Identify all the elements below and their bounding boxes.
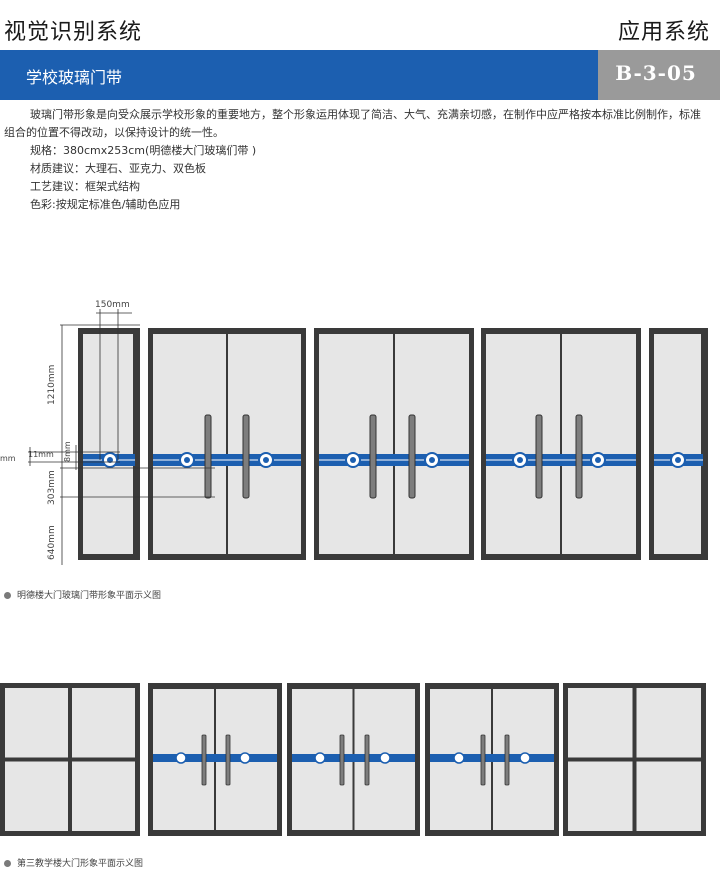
door-handle [369,414,377,499]
door-handle [339,734,345,786]
bullet-dot-icon [4,860,11,867]
glass-panel [562,334,636,554]
glass-panel [636,761,701,831]
glass-panel [83,334,133,554]
caption-figure-2: 第三教学楼大门形象平面示义图 [4,856,143,869]
dim-1210: 1210mm [47,365,57,405]
page-code: B-3-05 [615,61,697,85]
glass-panel [72,688,135,758]
glass-panel [395,334,469,554]
dim-11: 11mm [28,450,54,459]
glass-panel [636,688,701,758]
school-logo-core [429,457,435,463]
dim-left: mm [0,454,16,463]
glass-panel [5,761,68,831]
glass-panel [568,761,633,831]
school-logo-core [350,457,356,463]
school-logo-core [517,457,523,463]
school-logo-icon [239,752,251,764]
door-handle [364,734,370,786]
spec-material: 材质建议：大理石、亚克力、双色板 [30,162,206,175]
blue-band [153,754,277,762]
school-logo-core [263,457,269,463]
door-handle [242,414,250,499]
dim-8: 8mm [63,441,72,462]
glass-panel [72,761,135,831]
blue-band [430,754,554,762]
code-tag [598,50,720,100]
school-logo-icon [519,752,531,764]
door-handle [204,414,212,499]
door-handle [201,734,207,786]
school-logo-icon [314,752,326,764]
glass-panel [228,334,301,554]
school-logo-core [107,457,113,463]
dim-303: 303mm [47,470,57,505]
title-band: 学校玻璃门带 B-3-05 [0,50,720,100]
dim-640: 640mm [47,525,57,560]
school-logo-core [184,457,190,463]
page-title: 学校玻璃门带 [26,68,123,87]
spec-process: 工艺建议：框架式结构 [30,180,140,193]
caption-figure-1-text: 明德楼大门玻璃门带形象平面示义图 [17,591,162,601]
glass-panel [319,334,393,554]
school-logo-core [675,457,681,463]
glass-panel [153,334,226,554]
door-handle [408,414,416,499]
dimension-annotations: 150mm mm 11mm 1210mm 8mm 303mm 640mm [0,300,215,565]
school-logo-icon [379,752,391,764]
glass-panel [486,334,560,554]
door-elevation-1 [78,328,708,560]
glass-panel [654,334,701,554]
system-title: 视觉识别系统 [4,20,143,45]
intro-paragraph: 玻璃门带形象是向受众展示学校形象的重要地方，整个形象运用体现了简洁、大气、充满亲… [4,108,701,139]
section-title: 应用系统 [617,20,710,45]
dim-width-150: 150mm [95,300,130,310]
door-handle [225,734,231,786]
spec-color: 色彩:按规定标准色/辅助色应用 [30,198,181,211]
door-elevation-2 [0,683,706,836]
door-handle [575,414,583,499]
caption-figure-1: 明德楼大门玻璃门带形象平面示义图 [4,588,161,601]
school-logo-icon [175,752,187,764]
school-logo-icon [453,752,465,764]
door-handle [480,734,486,786]
bullet-dot-icon [4,592,11,599]
glass-panel [5,688,68,758]
title-band-blue [0,50,598,100]
caption-figure-2-text: 第三教学楼大门形象平面示义图 [17,859,144,869]
door-handle [504,734,510,786]
glass-panel [568,688,633,758]
door-handle [535,414,543,499]
school-logo-core [595,457,601,463]
spec-size: 规格：380cmx253cm(明德楼大门玻璃们带 ) [30,144,257,157]
blue-band [292,754,415,762]
